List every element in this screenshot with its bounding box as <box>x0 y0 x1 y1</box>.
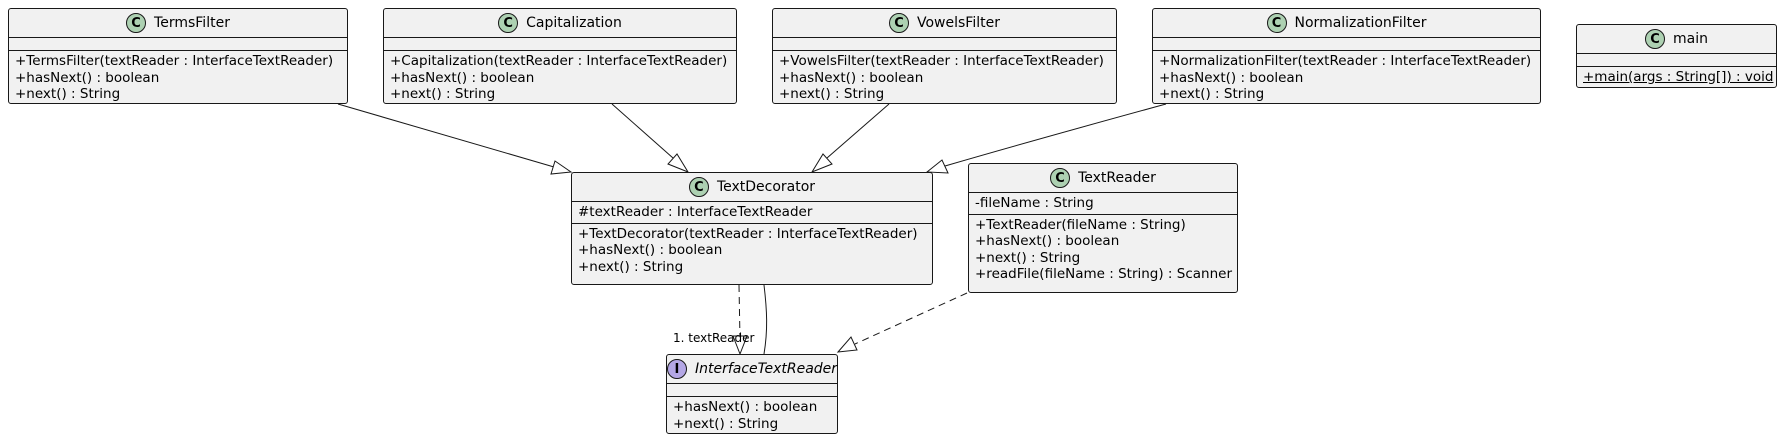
class-name: InterfaceTextReader <box>694 361 838 377</box>
method: +hasNext() : boolean <box>390 69 535 86</box>
method: +Capitalization(textReader : InterfaceTe… <box>390 53 728 69</box>
edge-vowelsfilter-textdecorator <box>826 103 890 159</box>
attributes-section: #textReader : InterfaceTextReader <box>572 202 932 224</box>
method: +next() : String <box>578 258 684 275</box>
class-header: C TextReader <box>969 164 1237 193</box>
class-normalizationfilter: C NormalizationFilter +NormalizationFilt… <box>1152 8 1541 104</box>
methods-section: +TermsFilter(textReader : InterfaceTextR… <box>9 51 347 105</box>
class-textdecorator: C TextDecorator #textReader : InterfaceT… <box>571 172 933 285</box>
class-name: TextDecorator <box>716 179 816 195</box>
attributes-section <box>384 38 736 51</box>
class-header: C TermsFilter <box>9 9 347 38</box>
attributes-section <box>9 38 347 51</box>
class-header: C TextDecorator <box>572 173 932 202</box>
method: +hasNext() : boolean <box>975 233 1120 249</box>
class-icon: C <box>889 13 909 33</box>
class-header: I InterfaceTextReader <box>666 355 838 384</box>
methods-section: +main(args : String[]) : void <box>1577 67 1776 88</box>
class-capitalization: C Capitalization +Capitalization(textRea… <box>383 8 737 104</box>
edge-textdecorator-interface-assoc <box>763 284 768 355</box>
class-main: C main +main(args : String[]) : void <box>1576 24 1777 88</box>
attributes-section <box>1577 54 1776 67</box>
methods-section: +NormalizationFilter(textReader : Interf… <box>1153 51 1540 105</box>
method: +hasNext() : boolean <box>673 399 818 415</box>
attribute: #textReader : InterfaceTextReader <box>578 204 813 220</box>
method: +next() : String <box>1159 86 1265 102</box>
method: +next() : String <box>390 86 496 102</box>
arrowhead-implements <box>732 335 748 356</box>
static-method: +main(args : String[]) : void <box>1583 69 1774 85</box>
methods-section: +TextDecorator(textReader : InterfaceTex… <box>572 224 932 278</box>
method: +next() : String <box>673 415 779 432</box>
class-vowelsfilter: C VowelsFilter +VowelsFilter(textReader … <box>772 8 1117 104</box>
method: +hasNext() : boolean <box>578 242 723 258</box>
method: +next() : String <box>779 86 885 102</box>
method: +TextDecorator(textReader : InterfaceTex… <box>578 225 918 242</box>
method: +hasNext() : boolean <box>15 69 160 86</box>
method: +hasNext() : boolean <box>1159 69 1304 86</box>
association-label: 1. textReader <box>673 331 755 345</box>
class-header: C VowelsFilter <box>773 9 1116 38</box>
edge-textdecorator-interface-dashed <box>738 284 741 341</box>
arrowhead-extends <box>810 153 833 174</box>
class-name: NormalizationFilter <box>1294 15 1427 31</box>
method: +VowelsFilter(textReader : InterfaceText… <box>779 53 1104 69</box>
class-icon: C <box>1645 29 1665 49</box>
class-termsfilter: C TermsFilter +TermsFilter(textReader : … <box>8 8 348 104</box>
class-name: Capitalization <box>526 15 622 31</box>
methods-section: +TextReader(fileName : String) +hasNext(… <box>969 215 1237 285</box>
class-icon: C <box>498 13 519 33</box>
attributes-section: -fileName : String <box>969 193 1237 215</box>
method: +next() : String <box>15 86 121 102</box>
arrowhead-extends <box>925 159 949 174</box>
class-textreader: C TextReader -fileName : String +TextRea… <box>968 163 1238 293</box>
class-name: main <box>1673 31 1708 47</box>
method: +next() : String <box>975 249 1081 266</box>
arrowhead-implements <box>836 336 858 353</box>
class-icon: C <box>688 177 709 197</box>
class-name: TextReader <box>1078 170 1156 186</box>
edge-textreader-interface-dashed <box>854 292 968 345</box>
class-icon: C <box>126 13 147 33</box>
edge-capitalization-textdecorator <box>611 103 674 159</box>
attributes-section <box>667 384 837 397</box>
class-name: VowelsFilter <box>917 15 1000 31</box>
arrowhead-extends <box>550 160 573 175</box>
arrowhead-extends <box>667 153 690 174</box>
interface-icon: I <box>666 359 687 379</box>
class-icon: C <box>1050 168 1071 188</box>
methods-section: +hasNext() : boolean +next() : String <box>667 397 837 434</box>
method: +TermsFilter(textReader : InterfaceTextR… <box>15 53 334 69</box>
class-icon: C <box>1266 13 1287 33</box>
method: +readFile(fileName : String) : Scanner <box>975 266 1233 282</box>
method: +hasNext() : boolean <box>779 69 924 86</box>
edge-normalizationfilter-textdecorator <box>944 103 1167 167</box>
attribute: -fileName : String <box>975 195 1094 211</box>
attributes-section <box>773 38 1116 51</box>
edge-termsfilter-textdecorator <box>337 103 555 168</box>
method: +TextReader(fileName : String) <box>975 216 1186 233</box>
attributes-section <box>1153 38 1540 51</box>
methods-section: +VowelsFilter(textReader : InterfaceText… <box>773 51 1116 105</box>
interface-interfacetextreader: I InterfaceTextReader +hasNext() : boole… <box>666 354 838 434</box>
class-name: TermsFilter <box>154 15 230 31</box>
method: +NormalizationFilter(textReader : Interf… <box>1159 53 1532 69</box>
methods-section: +Capitalization(textReader : InterfaceTe… <box>384 51 736 105</box>
class-header: C Capitalization <box>384 9 736 38</box>
class-header: C main <box>1577 25 1776 54</box>
class-header: C NormalizationFilter <box>1153 9 1540 38</box>
